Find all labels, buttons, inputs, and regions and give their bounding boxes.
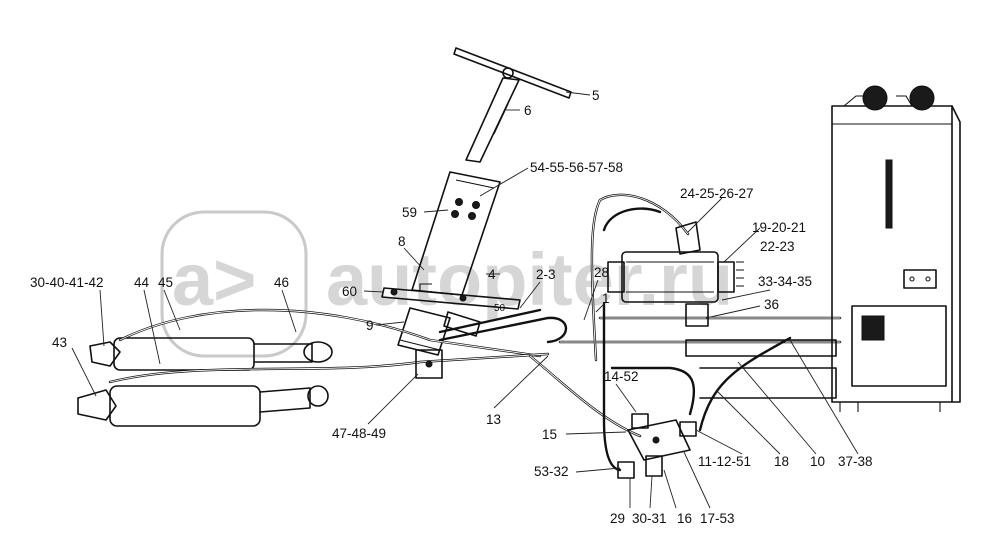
steering-wheel [453,47,572,99]
label-44: 44 [134,275,150,290]
watermark-badge [160,210,308,358]
watermark-site-text: autopiter.ru [326,238,733,321]
label-59: 59 [402,205,417,220]
label-11-51: 11-12-51 [698,454,751,469]
label-9: 9 [366,318,374,333]
part-labels: 5 6 54-55-56-57-58 59 8 4 60 50 9 2-3 28… [30,88,873,526]
label-45: 45 [158,275,173,290]
steering-column [465,77,520,163]
label-15: 15 [542,427,557,442]
clamp-bolt [425,360,433,368]
label-19-21: 19-20-21 [752,220,806,235]
label-2-3: 2-3 [536,267,556,282]
label-30-42: 30-40-41-42 [30,275,104,290]
label-10: 10 [810,454,825,469]
label-14-52: 14-52 [604,369,639,384]
label-13: 13 [486,412,501,427]
label-43: 43 [52,335,67,350]
hydraulic-pump [607,221,744,327]
pump-loop-hose [590,193,690,362]
label-6: 6 [524,103,532,118]
label-47-49: 47-48-49 [332,426,386,441]
steering-valve [397,307,481,356]
distributor-block [617,413,697,479]
label-33-35: 33-34-35 [758,274,812,289]
steering-cylinder-upper [89,337,333,371]
label-37-38: 37-38 [838,454,873,469]
label-16: 16 [677,511,692,526]
label-29: 29 [610,511,625,526]
label-53-32: 53-32 [534,464,569,479]
cylinder-hoses [108,308,567,384]
label-17-53: 17-53 [700,511,735,526]
watermark: a> autopiter.ru [160,210,733,358]
mount-plate [381,283,521,310]
label-60: 60 [342,284,357,299]
leader-lines [71,91,859,509]
label-28: 28 [594,265,609,280]
label-50: 50 [494,303,506,314]
label-46: 46 [274,275,289,290]
label-54-58: 54-55-56-57-58 [530,160,623,175]
label-24-27: 24-25-26-27 [680,186,754,201]
label-4: 4 [488,267,496,282]
label-22-23: 22-23 [760,239,795,254]
hydraulic-tank [831,85,961,412]
label-30-31: 30-31 [632,511,667,526]
label-5: 5 [592,88,600,103]
label-18: 18 [774,454,789,469]
watermark-badge-text: a> [172,238,256,321]
label-36: 36 [764,297,779,312]
label-1: 1 [602,291,610,306]
hose-clamp [415,349,443,379]
label-8: 8 [398,234,406,249]
distributor-hoses [528,302,842,472]
steering-cylinder-lower [77,385,329,427]
